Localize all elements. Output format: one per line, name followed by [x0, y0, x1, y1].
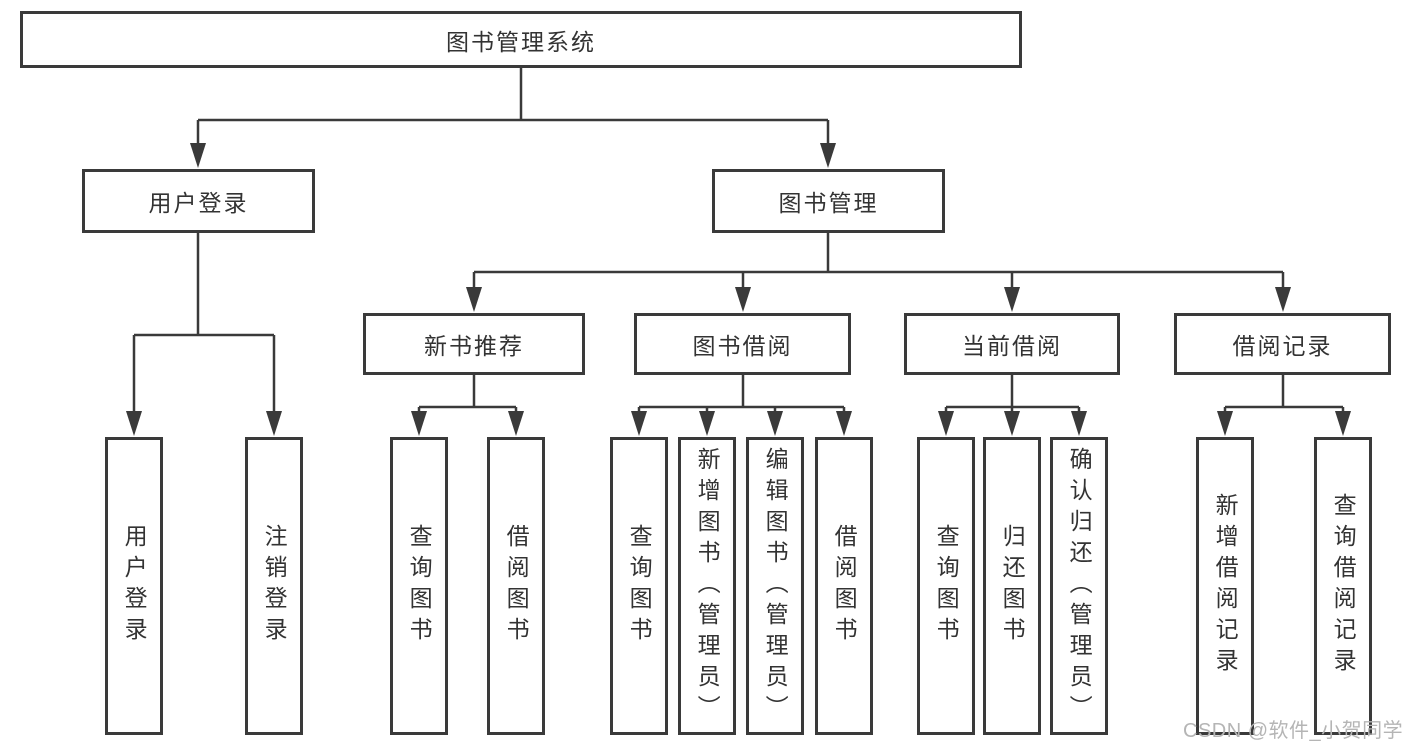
leaf-user-login: 用户登录: [105, 437, 163, 735]
connector-new-book-recommend-children: [411, 375, 524, 436]
arrowhead-down-icon: [1217, 411, 1233, 436]
node-borrowing-records: 借阅记录: [1174, 313, 1391, 375]
connector-line: [196, 68, 830, 146]
leaf-edit-book-admin: 编辑图书（管理员）: [746, 437, 804, 735]
arrowhead-down-icon: [1071, 411, 1087, 436]
node-label: 图书借阅: [692, 333, 793, 359]
arrowhead-down-icon: [411, 411, 427, 436]
connector-line: [132, 233, 276, 413]
connector-line: [637, 375, 846, 413]
node-book-management: 图书管理: [712, 169, 945, 233]
node-label: 新增图书（管理员）: [694, 446, 721, 726]
arrowhead-down-icon: [1004, 287, 1020, 312]
node-user-login: 用户登录: [82, 169, 315, 233]
node-label: 当前借阅: [962, 333, 1062, 359]
arrowhead-down-icon: [767, 411, 783, 436]
arrowhead-down-icon: [735, 287, 751, 312]
leaf-add-book-admin: 新增图书（管理员）: [678, 437, 736, 735]
arrowhead-down-icon: [1004, 411, 1020, 436]
node-label: 用户登录: [121, 524, 148, 648]
leaf-query-books-borrowing: 查询图书: [610, 437, 668, 735]
leaf-query-borrow-record: 查询借阅记录: [1314, 437, 1372, 735]
connector-line: [944, 375, 1081, 413]
leaf-query-books-recommend: 查询图书: [390, 437, 448, 735]
arrowhead-down-icon: [190, 143, 206, 168]
arrowhead-down-icon: [631, 411, 647, 436]
node-label: 新增借阅记录: [1212, 493, 1239, 679]
node-label: 借阅记录: [1232, 333, 1333, 359]
leaf-query-books-current: 查询图书: [917, 437, 975, 735]
leaf-return-books: 归还图书: [983, 437, 1041, 735]
node-label: 借阅图书: [503, 524, 530, 648]
connector-root-to-level2: [190, 68, 836, 168]
node-label: 归还图书: [999, 524, 1026, 648]
node-current-borrowing: 当前借阅: [904, 313, 1120, 375]
leaf-borrow-books-recommend: 借阅图书: [487, 437, 545, 735]
node-label: 查询借阅记录: [1330, 493, 1357, 679]
arrowhead-down-icon: [820, 143, 836, 168]
leaf-borrow-books-borrowing: 借阅图书: [815, 437, 873, 735]
arrowhead-down-icon: [1335, 411, 1351, 436]
arrowhead-down-icon: [836, 411, 852, 436]
node-label: 查询图书: [626, 524, 653, 648]
node-label: 用户登录: [148, 190, 249, 216]
arrowhead-down-icon: [1275, 287, 1291, 312]
connector-user-login-children: [126, 233, 282, 436]
node-library-management-system: 图书管理系统: [20, 11, 1022, 68]
arrowhead-down-icon: [938, 411, 954, 436]
leaf-add-borrow-record: 新增借阅记录: [1196, 437, 1254, 735]
node-label: 图书管理系统: [446, 28, 596, 55]
connector-current-borrowing-children: [938, 375, 1087, 436]
leaf-logout: 注销登录: [245, 437, 303, 735]
leaf-confirm-return-admin: 确认归还（管理员）: [1050, 437, 1108, 735]
connector-line: [1223, 375, 1345, 413]
arrowhead-down-icon: [466, 287, 482, 312]
connector-line: [472, 233, 1285, 290]
node-label: 编辑图书（管理员）: [762, 446, 789, 726]
connector-line: [417, 375, 518, 413]
arrowhead-down-icon: [508, 411, 524, 436]
node-label: 查询图书: [406, 524, 433, 648]
node-label: 确认归还（管理员）: [1066, 446, 1093, 726]
node-label: 查询图书: [933, 524, 960, 648]
node-book-borrowing: 图书借阅: [634, 313, 851, 375]
node-new-book-recommend: 新书推荐: [363, 313, 585, 375]
arrowhead-down-icon: [266, 411, 282, 436]
node-label: 新书推荐: [424, 333, 524, 359]
connector-book-borrowing-children: [631, 375, 852, 436]
connector-borrowing-records-children: [1217, 375, 1351, 436]
arrowhead-down-icon: [699, 411, 715, 436]
node-label: 借阅图书: [831, 524, 858, 648]
node-label: 图书管理: [778, 190, 879, 216]
watermark-text: CSDN @软件_小贺同学: [1183, 720, 1404, 742]
connector-book-management-children: [466, 233, 1291, 312]
arrowhead-down-icon: [126, 411, 142, 436]
node-label: 注销登录: [261, 524, 288, 648]
